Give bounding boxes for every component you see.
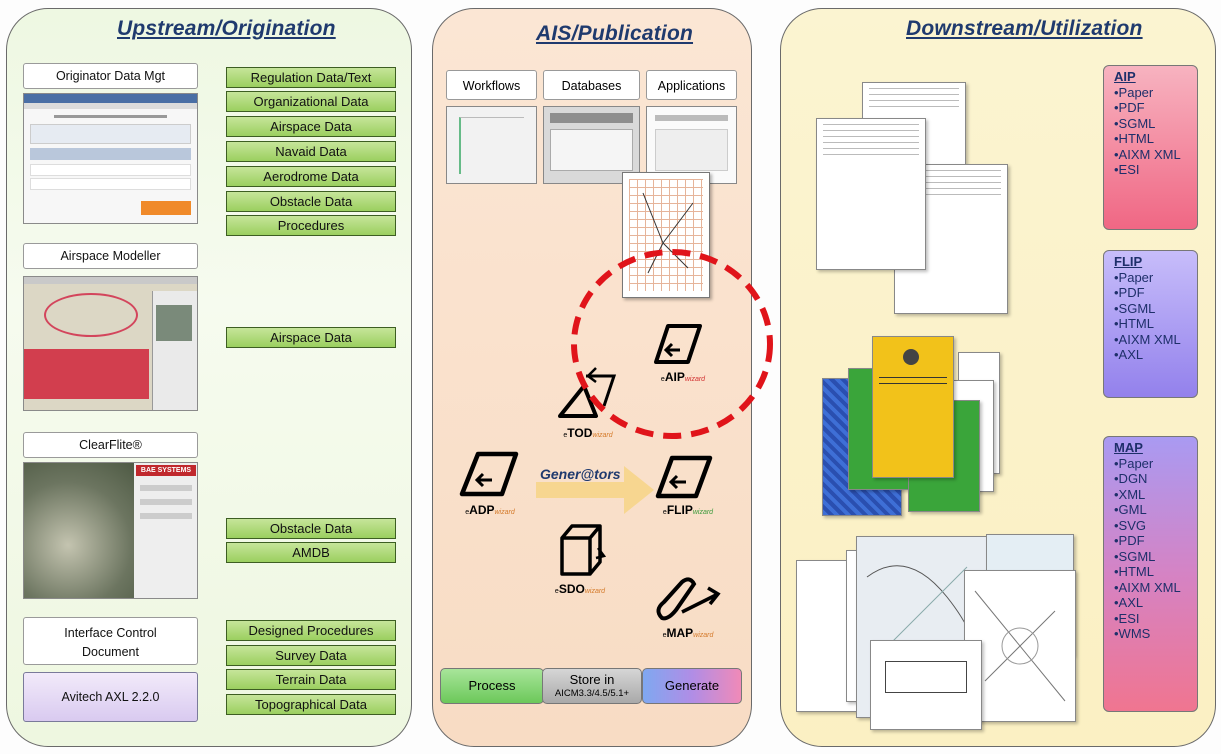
bottom-item: Survey Data [226,645,396,666]
bottom-item: Terrain Data [226,669,396,690]
data-item: Obstacle Data [226,191,396,212]
format-item: •GML [1114,502,1147,517]
format-item: •PDF [1114,285,1145,300]
airspace-data-item: Airspace Data [226,327,396,348]
airspace-modeller-screenshot [23,276,198,411]
downstream-title: Downstream/Utilization [906,17,1143,40]
clearflite-screenshot: BAE SYSTEMS [23,462,198,599]
flip-doc-yellow [872,336,954,478]
format-item: •AXL [1114,347,1144,362]
format-item: •PDF [1114,533,1145,548]
format-item: •HTML [1114,564,1154,579]
legend-store: Store in AICM3.3/4.5/5.1+ [542,668,642,704]
format-item: •AXL [1114,595,1144,610]
originator-label: Originator Data Mgt [23,63,198,89]
icd-line2: Document [82,645,139,659]
format-item: •Paper [1114,84,1154,100]
format-item: •PDF [1114,100,1145,115]
data-item: Airspace Data [226,116,396,137]
amdb-item: AMDB [226,542,396,563]
format-item: •Paper [1114,455,1154,471]
format-item: •SVG [1114,517,1147,533]
sdo-wizard-label: eSDOwizard [554,582,606,596]
tab-databases[interactable]: Databases [543,70,640,100]
legend-store-line2: AICM3.3/4.5/5.1+ [554,688,630,699]
format-item: •HTML [1114,316,1154,331]
data-item: Procedures [226,215,396,236]
map-formats: MAP •Paper •DGN •XML •GML •SVG •PDF •SGM… [1103,436,1198,712]
format-item: •SGML [1114,548,1156,564]
generators-label: Gener@tors [540,466,621,482]
adp-wizard-icon [459,451,519,497]
tod-wizard-icon [558,367,617,418]
tab-workflows[interactable]: Workflows [446,70,537,100]
aip-doc-page [816,118,926,270]
aip-formats-title: AIP [1114,69,1136,84]
format-item: •DGN [1114,471,1148,486]
map-sheet [870,640,982,730]
chart-thumbnail [622,172,710,298]
airspace-modeller-label: Airspace Modeller [23,243,198,269]
data-item: Organizational Data [226,91,396,112]
ais-title: AIS/Publication [536,22,694,45]
format-item: •HTML [1114,131,1154,146]
upstream-title: Upstream/Origination [117,17,336,40]
format-item: •ESI [1114,610,1140,626]
highlight-circle [571,249,773,439]
adp-wizard-label: eADPwizard [465,503,515,517]
sdo-wizard-icon [560,524,606,576]
format-item: •AIXM XML [1114,331,1181,347]
aip-wizard-icon [654,324,702,364]
tod-wizard-label: eTODwizard [563,426,613,440]
format-item: •XML [1114,486,1146,502]
workflows-thumbnail [446,106,537,184]
obstacle-data-item: Obstacle Data [226,518,396,539]
data-item: Navaid Data [226,141,396,162]
databases-thumbnail [543,106,640,184]
flip-formats: FLIP •Paper •PDF •SGML •HTML •AIXM XML •… [1103,250,1198,398]
legend-generate: Generate [642,668,742,704]
data-item: Regulation Data/Text [226,67,396,88]
icd-label: Interface Control Document [23,617,198,665]
bottom-item: Topographical Data [226,694,396,715]
originator-screenshot [23,93,198,224]
applications-thumbnail [646,106,737,184]
bottom-item: Designed Procedures [226,620,396,641]
flip-wizard-icon [655,455,713,499]
map-formats-title: MAP [1114,440,1143,455]
flip-wizard-label: eFLIPwizard [662,503,714,517]
map-wizard-icon [656,577,721,621]
flip-formats-title: FLIP [1114,254,1143,269]
aip-wizard-label: eAIPwizard [660,370,706,384]
format-item: •ESI [1114,162,1140,177]
tab-applications[interactable]: Applications [646,70,737,100]
aip-formats: AIP •Paper •PDF •SGML •HTML •AIXM XML •E… [1103,65,1198,230]
format-item: •Paper [1114,269,1154,285]
icd-line1: Interface Control [64,626,157,640]
map-sheet [964,570,1076,722]
data-item: Aerodrome Data [226,166,396,187]
format-item: •SGML [1114,300,1156,316]
format-item: •SGML [1114,115,1156,131]
map-wizard-label: eMAPwizard [662,626,714,640]
legend-store-line1: Store in [569,672,615,687]
format-item: •AIXM XML [1114,579,1181,595]
generators-arrow [536,466,654,514]
avitech-axl-label: Avitech AXL 2.2.0 [23,672,198,722]
format-item: •AIXM XML [1114,146,1181,162]
format-item: •WMS [1114,626,1151,641]
bae-logo: BAE SYSTEMS [136,465,196,476]
legend-process: Process [440,668,544,704]
clearflite-label: ClearFlite® [23,432,198,458]
